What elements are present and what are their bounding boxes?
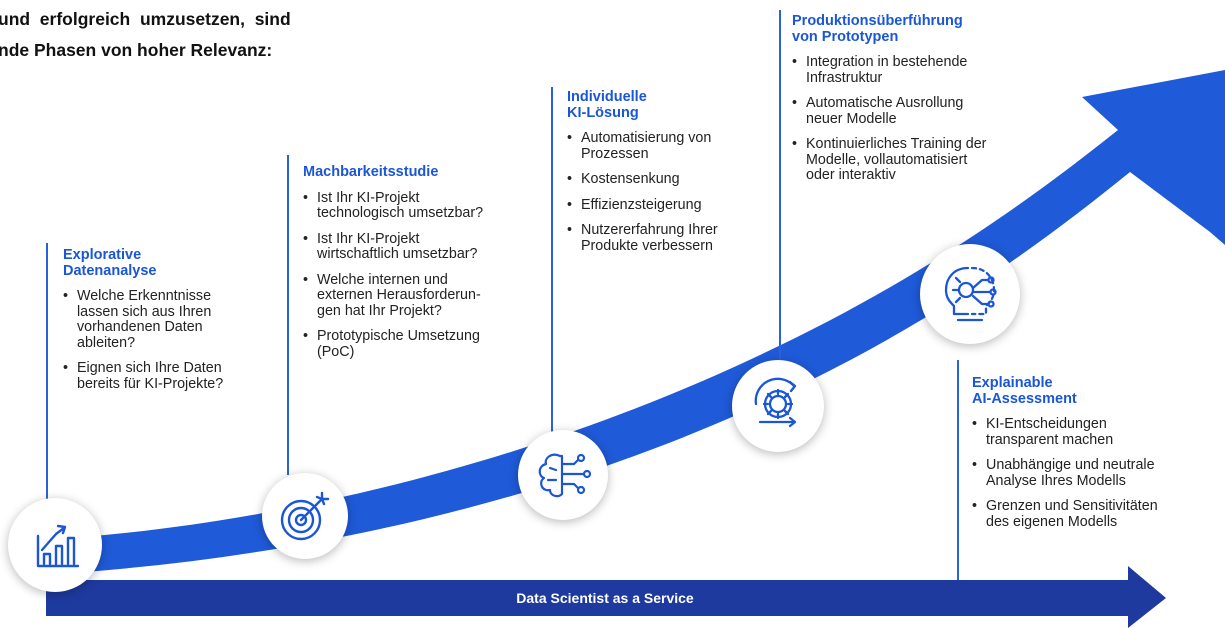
phase-line-3 bbox=[551, 87, 553, 432]
phase-title: Produktionsüberführung von Prototypen bbox=[792, 13, 963, 45]
phase-explainable-ai-assessment: Explainable AI-Assessment KI-Entscheidun… bbox=[972, 375, 1217, 540]
phase-title: Machbarkeitsstudie bbox=[303, 164, 439, 180]
phase-bullet: Integration in bestehende Infrastruktur bbox=[792, 54, 1052, 86]
phase-title: Explainable AI-Assessment bbox=[972, 375, 1077, 407]
phase-bullet: Automatische Ausrollung neuer Modelle bbox=[792, 95, 1052, 127]
phase-bullet: KI-Entscheidungen transparent machen bbox=[972, 416, 1217, 448]
phase-individuelle-ki-loesung: Individuelle KI-Lösung Automatisierung v… bbox=[567, 89, 777, 264]
phase-bullet: Welche Erkenntnisse lassen sich aus Ihre… bbox=[63, 288, 283, 351]
phase-machbarkeitsstudie: Machbarkeitsstudie Ist Ihr KI-Projekt te… bbox=[303, 164, 543, 370]
gear-cycle-icon bbox=[732, 360, 824, 452]
band-label: Data Scientist as a Service bbox=[516, 590, 694, 606]
phase-bullet: Welche internen und externen Herausforde… bbox=[303, 272, 543, 320]
phase-produktionsueberfuehrung: Produktionsüberführung von Prototypen In… bbox=[792, 13, 1052, 194]
phase-title: Explorative Datenanalyse bbox=[63, 247, 157, 279]
brain-circuit-icon bbox=[518, 430, 608, 520]
phase-bullet: Prototypische Umsetzung (PoC) bbox=[303, 328, 543, 360]
intro-line-1: und erfolgreich umzusetzen, sind bbox=[0, 9, 291, 29]
intro-line-2: nde Phasen von hoher Relevanz: bbox=[0, 40, 273, 60]
phase-bullet: Grenzen und Sensitivitäten des eigenen M… bbox=[972, 498, 1217, 530]
phase-bullet: Ist Ihr KI-Projekt wirtschaftlich umsetz… bbox=[303, 231, 543, 263]
band-arrow bbox=[46, 566, 1166, 628]
phase-bullet: Nutzererfahrung Ihrer Produkte verbesser… bbox=[567, 222, 777, 254]
phase-line-4 bbox=[779, 10, 781, 370]
analytics-chart-icon bbox=[8, 498, 102, 592]
phase-bullet: Kostensenkung bbox=[567, 171, 777, 188]
phase-explorative-datenanalyse: Explorative Datenanalyse Welche Erkenntn… bbox=[63, 247, 283, 402]
phase-bullet: Automatisierung von Prozessen bbox=[567, 130, 777, 162]
phase-bullet: Kontinuierliches Training der Modelle, v… bbox=[792, 136, 1052, 184]
phase-line-2 bbox=[287, 155, 289, 475]
intro-text: und erfolgreich umzusetzen, sind nde Pha… bbox=[0, 4, 291, 66]
phase-line-1 bbox=[46, 243, 48, 503]
phase-bullet: Eignen sich Ihre Daten bereits für KI-Pr… bbox=[63, 360, 283, 392]
phase-title: Individuelle KI-Lösung bbox=[567, 89, 647, 121]
phase-bullet: Effizienzsteigerung bbox=[567, 197, 777, 214]
target-icon bbox=[262, 473, 348, 559]
phase-bullet: Unabhängige und neutrale Analyse Ihres M… bbox=[972, 457, 1217, 489]
phase-bullet: Ist Ihr KI-Projekt technologisch umsetzb… bbox=[303, 190, 543, 222]
lightbulb-gear-icon bbox=[920, 244, 1020, 344]
phase-line-5 bbox=[957, 360, 959, 580]
